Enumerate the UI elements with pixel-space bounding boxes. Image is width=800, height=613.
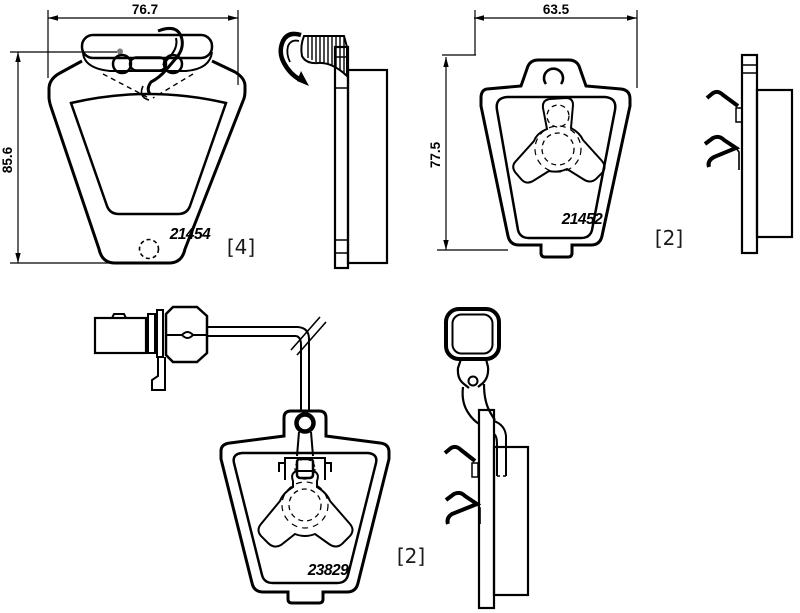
- friction-material-outline: [232, 451, 378, 585]
- height-extension-lines: [10, 51, 117, 264]
- sensor-connector-inner: [451, 313, 494, 355]
- clip-notch: [735, 107, 743, 123]
- sensor-eyelet-hole: [542, 67, 565, 85]
- spring-hook-side: [278, 31, 302, 81]
- wire-tube-behind-plate: [493, 420, 507, 476]
- three-prong-spring: [512, 96, 606, 184]
- mounting-bracket: [151, 357, 166, 391]
- clip-notch: [471, 462, 479, 478]
- backplate-side: [477, 408, 496, 610]
- quantity-label: [2]: [655, 226, 683, 250]
- friction-side: [755, 88, 794, 239]
- spring-hook-tip: [297, 71, 309, 86]
- retainer-spring-section: [300, 35, 348, 79]
- sensor-connector-outer: [444, 307, 501, 361]
- spring-dashed-circle-large: [534, 125, 582, 173]
- upper-clip: [705, 89, 740, 108]
- connector-neck: [456, 358, 490, 389]
- extension-reference-dot: [117, 48, 123, 55]
- pad-backplate-outline: [47, 59, 247, 265]
- housing-lens-detail: [180, 331, 195, 339]
- spring-wire-hook: [146, 26, 184, 95]
- spring-dashed-circle-small: [546, 104, 570, 128]
- height-extension-lines: [437, 54, 508, 251]
- front-view-pad-21452: 63.5 77.5 21452 [2]: [428, 2, 683, 259]
- three-prong-spring: [257, 470, 354, 548]
- neck-detail-circle: [467, 375, 479, 387]
- front-view-pad-21454: 76.7 85.6 21454 [4]: [0, 2, 255, 265]
- connector-flange-1: [147, 313, 156, 354]
- backplate-tick-lines: [335, 56, 348, 254]
- spring-dashed-circle-large: [281, 481, 329, 529]
- pad-backplate-outline: [219, 409, 391, 605]
- part-number-label: 21454: [169, 226, 211, 243]
- lower-clip: [444, 490, 482, 525]
- spring-dashed-circle-mid: [541, 132, 575, 166]
- height-dimension-label: 77.5: [428, 141, 443, 168]
- backplate-side: [740, 53, 759, 255]
- backplate-tick-lines: [742, 64, 757, 74]
- friction-material-outline: [495, 95, 617, 240]
- front-view-pad-23829: 23829 [2]: [93, 305, 425, 605]
- width-extension-lines: [474, 10, 638, 88]
- seat-dashed-circle: [294, 458, 316, 480]
- sensor-plug-body: [93, 316, 148, 355]
- sensor-wire-vertical: [295, 326, 310, 411]
- pad-backplate-outline: [479, 58, 632, 259]
- sensor-wire-horizontal: [207, 326, 298, 337]
- spring-wire-hook-inner: [162, 37, 178, 66]
- quantity-label: [2]: [397, 544, 425, 568]
- upper-clip: [443, 444, 477, 463]
- width-extension-lines: [47, 10, 239, 85]
- wire-channel: [296, 431, 314, 457]
- width-dimension-label: 76.7: [132, 2, 158, 17]
- wire-end-arc: [140, 85, 150, 101]
- damper-lower-edge: [81, 49, 213, 72]
- width-dimension-label: 63.5: [543, 2, 570, 17]
- friction-side: [346, 68, 389, 265]
- dashed-hole-marker: [138, 238, 160, 260]
- plug-latch: [111, 313, 127, 319]
- connector-flange-2: [156, 309, 164, 358]
- hidden-wire-dashed-lines: [102, 73, 194, 99]
- lower-clip-leg: [476, 503, 481, 524]
- height-dimension-label: 85.6: [0, 146, 15, 173]
- sensor-seat-bracket: [278, 457, 332, 480]
- quantity-label: [4]: [227, 235, 255, 259]
- friction-side: [492, 445, 530, 597]
- pin-slot: [128, 56, 168, 72]
- part-number-label: 21452: [561, 211, 603, 228]
- friction-material-outline: [69, 92, 228, 216]
- lower-clip: [703, 134, 741, 168]
- sensor-housing: [164, 305, 209, 364]
- side-view-pad-21454: [278, 31, 389, 270]
- part-number-label: 23829: [307, 562, 349, 579]
- wire-break-symbol: [290, 316, 327, 356]
- lower-clip-leg: [735, 147, 740, 170]
- section-hatching: [307, 36, 345, 74]
- sensor-insert: [295, 457, 315, 480]
- spring-hook-side-inner: [286, 39, 300, 63]
- spring-dashed-circle-mid: [288, 488, 322, 522]
- wire-grommet: [294, 412, 316, 434]
- side-view-pad-21452: [703, 53, 794, 255]
- damper-shim: [80, 33, 214, 60]
- side-view-pad-23829: [443, 307, 530, 610]
- backplate-side: [333, 45, 350, 270]
